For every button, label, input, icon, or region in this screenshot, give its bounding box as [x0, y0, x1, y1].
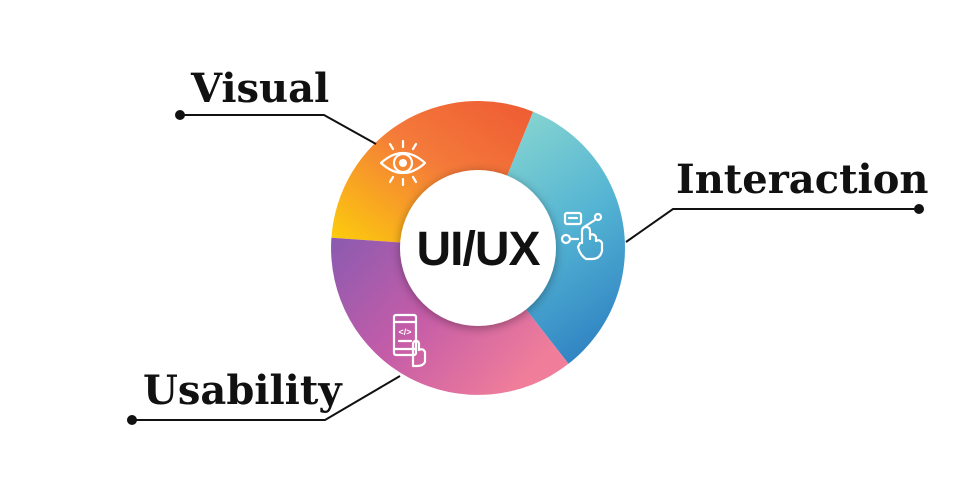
label-interaction: Interaction [676, 156, 929, 203]
code-glyph: </> [398, 327, 411, 337]
mobile-code-icon: </> [392, 313, 427, 368]
leader-visual [175, 110, 377, 145]
center-circle [400, 170, 556, 326]
leader-interaction [625, 204, 924, 243]
leader-usability [127, 375, 401, 425]
label-usability: Usability [143, 367, 343, 414]
label-visual: Visual [190, 65, 329, 112]
touch-interaction-icon [560, 211, 604, 261]
eye-icon [379, 139, 427, 187]
center-label: UI/UX [416, 223, 540, 276]
